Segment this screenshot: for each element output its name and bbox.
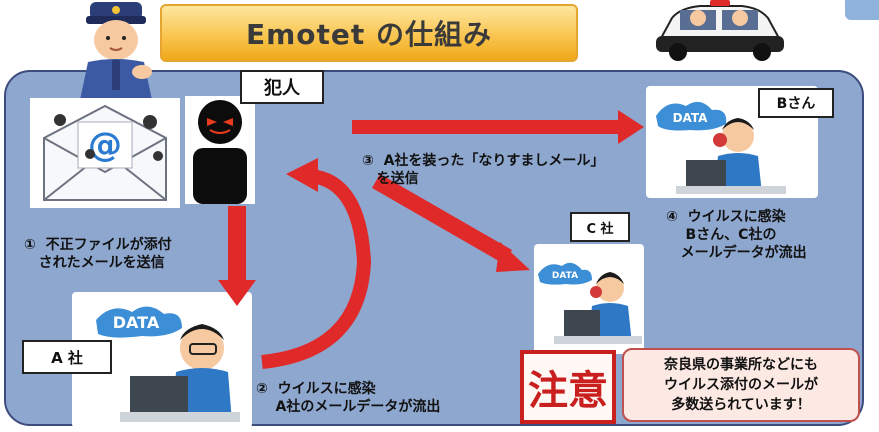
page-title: Emotet の仕組み	[160, 4, 578, 62]
hacker-silhouette-icon	[185, 96, 255, 204]
data-cloud-icon: DATA	[113, 313, 160, 332]
step3-caption: ③ A社を装った「なりすましメール」 を送信	[362, 153, 605, 187]
step4-caption: ④ ウイルスに感染 Bさん、C社の メールデータが流出	[666, 209, 807, 261]
caution-stamp: 注意	[520, 350, 616, 424]
criminal-label: 犯人	[240, 70, 324, 104]
arrow-step1	[218, 206, 256, 306]
police-officer-icon	[72, 0, 162, 100]
person-b-label: Bさん	[758, 88, 834, 118]
corner-tab	[845, 0, 879, 20]
company-c-scene: DATA	[534, 244, 644, 354]
data-cloud-icon: DATA	[673, 111, 709, 125]
data-cloud-icon: DATA	[552, 271, 578, 281]
arrow-step2	[261, 158, 372, 369]
arrow-step3-c	[372, 174, 530, 272]
step1-caption: ① 不正ファイルが添付 されたメールを送信	[24, 237, 172, 271]
email-at-icon: @	[30, 98, 180, 208]
company-a-label: A 社	[22, 340, 112, 374]
arrow-step3	[352, 110, 644, 144]
svg-text:@: @	[88, 125, 122, 165]
notice-box: 奈良県の事業所などにも ウイルス添付のメールが 多数送られています！	[622, 348, 860, 422]
step2-caption: ② ウイルスに感染 A社のメールデータが流出	[256, 381, 441, 415]
patrol-car-icon	[650, 0, 790, 62]
company-c-label: C 社	[570, 212, 630, 242]
